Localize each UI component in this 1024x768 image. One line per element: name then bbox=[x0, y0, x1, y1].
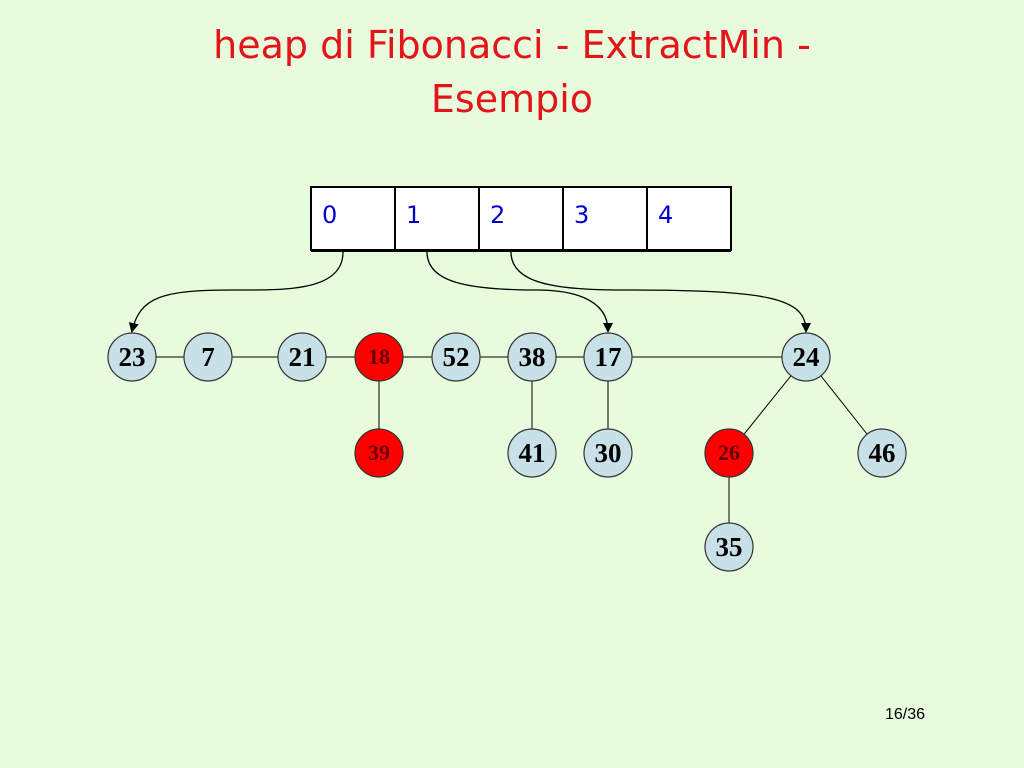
node-label: 7 bbox=[201, 342, 215, 372]
pointer-arrow-2-to-24 bbox=[510, 251, 811, 333]
nodes-layer: 23 7 21 18 52 38 17 24 39 41 30 26 46 35 bbox=[107, 332, 907, 572]
slide-title: heap di Fibonacci - ExtractMin - Esempio bbox=[0, 18, 1024, 126]
node-label: 41 bbox=[519, 438, 546, 468]
node-circle bbox=[354, 332, 404, 382]
array-cell bbox=[646, 186, 732, 251]
array-cell-label: 3 bbox=[574, 201, 589, 229]
node-circle bbox=[431, 332, 481, 382]
slide-title-line-1: heap di Fibonacci - ExtractMin - bbox=[213, 23, 811, 67]
heap-node-21: 21 bbox=[277, 332, 327, 382]
heap-node-17: 17 bbox=[583, 332, 633, 382]
node-circle bbox=[583, 428, 633, 478]
array-cell-label: 2 bbox=[490, 201, 505, 229]
node-circle bbox=[781, 332, 831, 382]
node-circle bbox=[277, 332, 327, 382]
heap-node-18: 18 bbox=[354, 332, 404, 382]
heap-node-35: 35 bbox=[704, 522, 754, 572]
node-circle bbox=[704, 522, 754, 572]
degree-array: 0 1 2 3 4 bbox=[310, 186, 732, 252]
heap-node-7: 7 bbox=[183, 332, 233, 382]
node-circle bbox=[507, 332, 557, 382]
array-cell-label: 0 bbox=[322, 201, 337, 229]
node-circle bbox=[704, 428, 754, 478]
edges-layer bbox=[132, 356, 883, 547]
pointers-layer bbox=[128, 251, 811, 333]
node-label: 35 bbox=[716, 532, 743, 562]
heap-node-52: 52 bbox=[431, 332, 481, 382]
heap-node-38: 38 bbox=[507, 332, 557, 382]
node-circle bbox=[583, 332, 633, 382]
node-label: 18 bbox=[368, 344, 390, 369]
node-label: 52 bbox=[443, 342, 470, 372]
array-cell bbox=[478, 186, 564, 251]
pointer-arrow-0-to-23 bbox=[128, 251, 344, 333]
node-label: 30 bbox=[595, 438, 622, 468]
heap-node-39: 39 bbox=[354, 428, 404, 478]
node-label: 24 bbox=[793, 342, 820, 372]
node-label: 38 bbox=[519, 342, 546, 372]
node-label: 17 bbox=[595, 342, 622, 372]
slide-title-line-2: Esempio bbox=[430, 77, 594, 121]
node-label: 21 bbox=[289, 342, 316, 372]
heap-node-26: 26 bbox=[704, 428, 754, 478]
array-cell bbox=[394, 186, 480, 251]
array-cell-label: 4 bbox=[658, 201, 673, 229]
heap-node-46: 46 bbox=[857, 428, 907, 478]
array-cell-label: 1 bbox=[406, 201, 421, 229]
page-number: 16/36 bbox=[885, 706, 926, 723]
node-label: 23 bbox=[119, 342, 146, 372]
heap-node-24: 24 bbox=[781, 332, 831, 382]
heap-node-23: 23 bbox=[107, 332, 157, 382]
node-circle bbox=[107, 332, 157, 382]
node-circle bbox=[354, 428, 404, 478]
node-circle bbox=[183, 332, 233, 382]
node-label: 46 bbox=[869, 438, 896, 468]
pointer-arrow-1-to-17 bbox=[426, 251, 613, 333]
node-label: 26 bbox=[718, 440, 740, 465]
node-label: 39 bbox=[368, 440, 390, 465]
heap-node-30: 30 bbox=[583, 428, 633, 478]
heap-node-41: 41 bbox=[507, 428, 557, 478]
node-circle bbox=[857, 428, 907, 478]
node-circle bbox=[507, 428, 557, 478]
